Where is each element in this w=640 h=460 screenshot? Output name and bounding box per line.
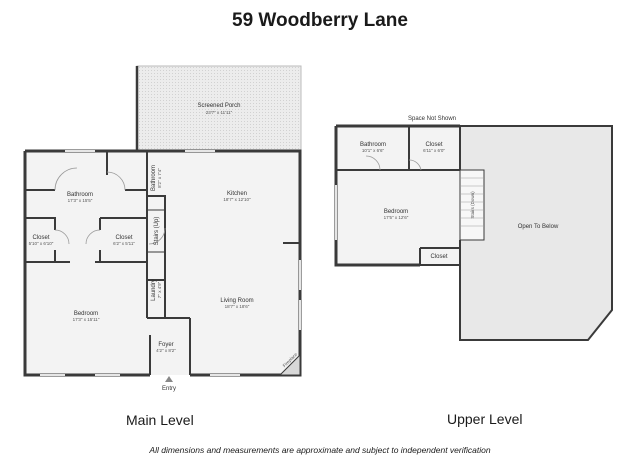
closet-mid-label: Closet (115, 235, 132, 241)
bathroom-upper-label: Bathroom (360, 142, 386, 148)
fireplace-icon (278, 353, 301, 376)
stairs-down-label: Stairs (Down) (470, 191, 475, 219)
entry-arrow-icon (165, 376, 173, 382)
closet-left-label: Closet (32, 235, 49, 241)
bedroom-upper-dims: 17'5" x 12'6" (384, 215, 409, 220)
bedroom-main-dims: 17'3" x 15'11" (73, 317, 100, 322)
living-room-dims: 18'7" x 18'6" (225, 304, 250, 309)
closet-mid-dims: 6'2" x 5'11" (113, 241, 135, 246)
open-to-below-label: Open To Below (518, 224, 559, 230)
screened-porch-label: Screened Porch (197, 103, 240, 109)
bedroom-upper-label: Bedroom (384, 209, 408, 215)
screened-porch-dims: 23'7" x 11'11" (206, 110, 233, 115)
upper-level-plan (334, 124, 613, 341)
kitchen-label: Kitchen (227, 191, 247, 197)
bathroom-main-label: Bathroom (67, 192, 93, 198)
bathroom-upper-dims: 10'1" x 6'6" (362, 148, 385, 153)
laundry-label: Laundry (151, 279, 157, 301)
closet-upper-dims: 6'11" x 6'0" (423, 148, 445, 153)
foyer-label: Foyer (158, 342, 173, 348)
laundry-dims: 7'' x 4'9" (157, 281, 162, 298)
page-title: 59 Woodberry Lane (232, 10, 408, 31)
closet-left-dims: 5'10" x 6'10" (29, 241, 54, 246)
living-room-label: Living Room (220, 298, 253, 304)
bathroom-small-label: Bathroom (151, 165, 157, 191)
stairs-up-label: Stairs (Up) (154, 217, 160, 246)
closet-upper-label: Closet (425, 142, 442, 148)
kitchen-dims: 18'7" x 12'10" (223, 197, 251, 202)
space-not-shown-label: Space Not Shown (408, 116, 456, 122)
foyer-dims: 4'2" x 8'2" (156, 348, 176, 353)
bedroom-main-label: Bedroom (74, 311, 98, 317)
screened-porch-area (136, 65, 302, 152)
closet-upper-small-label: Closet (430, 254, 447, 260)
upper-floor-area (336, 126, 460, 265)
upper-level-label: Upper Level (447, 411, 523, 427)
main-level-label: Main Level (126, 412, 194, 428)
bathroom-small-dims: 8'2" x 7'4" (157, 168, 162, 188)
disclaimer-text: All dimensions and measurements are appr… (149, 445, 491, 455)
main-level-plan (23, 65, 302, 382)
entry-label: Entry (162, 386, 176, 392)
bathroom-main-dims: 17'3" x 15'5" (68, 198, 93, 203)
